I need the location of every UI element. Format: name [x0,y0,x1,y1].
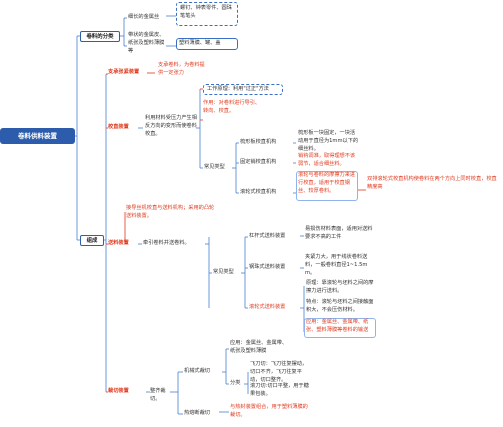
straightening-desc: 利用材料受压力产生相反方向的变形而使卷料校直。 [145,115,197,137]
root-node: 卷料供料装置 [0,128,75,144]
cut-hot-melt-note: 与热封装置组合，用于塑料薄膜的裁切。 [230,404,308,418]
support-device-desc: 支承卷料，为卷料提供一定张力 [158,62,205,76]
straightening-device-label: 校直装置 [108,124,129,130]
feed-types-label: 常见类型 [213,269,234,275]
branch-classification: 卷料的分类 [80,31,120,42]
straightening-use: 作用：对卷料进行导引、转向、校直。 [203,100,261,114]
type-roller-extra: 双排滚轮式校直机构使卷料在两个方向上同时校直，校直精度高 [367,176,497,190]
principle-text: 工作原理：利用"过正"方法 [207,86,269,92]
feed-type-lever: 杠杆式送料装置 [249,233,286,239]
feed-type-roller: 滚轮式送料装置 [249,304,286,310]
feed-roller-feature: 特点：滚轮与坯料之间接触面积大，不会压伤材料。 [306,299,374,313]
feed-type-ball-note: 夹紧力大，用于线状卷料送料，一般卷料直径1~1.5mm。 [305,254,368,276]
support-device-label: 支承张紧装置 [108,69,140,75]
type-comb-plate-note: 梳形板一块固定，一块活动用于直径为1mm以下的细丝料。 [298,130,359,152]
cut-hot-melt: 热熔断裁切 [184,410,210,416]
straightening-types-label: 常见类型 [204,164,225,170]
cut-mechanical-use: 应用：金属丝、金属带、纸张及塑料薄膜 [230,340,288,354]
feed-device-note: 接导丝机校直与送料机构；采用的凸轮送料装置。 [126,205,215,219]
branch-composition: 组成 [80,235,104,246]
cut-device-desc: 整齐裁切。 [150,388,166,402]
strip-examples: 塑料薄膜、罐、盖 [179,40,221,46]
cut-classification: 分类 [230,380,241,386]
type-roller: 滚轮式校直机构 [240,189,277,195]
feed-roller-use: 应用：金属丝、金属带、纸张、塑料薄膜等卷料的输送 [306,319,369,333]
strip-examples-box [176,38,238,50]
cut-mechanical: 机械式裁切 [184,368,210,374]
type-fixed-pin: 固定销校直机构 [240,159,277,165]
feed-type-ball: 钢珠式送料装置 [249,264,286,270]
feed-type-lever-note: 易损伤材料表面，适用对送料要求不高的工件 [305,226,373,240]
classification-wire: 细长的金属丝 [128,14,160,20]
wire-examples: 螺钉、钟表零件、圆珠笔笔头 [180,5,232,19]
type-comb-plate: 梳形板校直机构 [240,139,277,145]
cut-flying-knife: 飞刀切：飞刀往复摆动，切口不齐，飞刀往复平动，切口整齐。 [250,361,308,383]
roller-note-box [296,171,358,201]
cut-rolling-knife: 滚刀切:切口平整，用于糖果包装。 [250,383,309,397]
wire-examples-box [176,2,238,26]
principle-box [203,84,283,95]
feed-device-label: 送料装置 [108,240,129,246]
feed-roller-principle: 原理：靠滚轮与坯料之间的摩擦力进行送料。 [306,280,374,294]
type-fixed-pin-note: 销钩调准，取得理想不该弱节，适合细丝料。 [298,153,356,167]
classification-strip: 带状的金属皮、纸张及塑料薄膜等 [128,32,165,54]
feed-device-desc: 牵引卷料并送卷料。 [143,240,190,246]
type-roller-note: 滚轮与卷料的摩擦力来进行校直，适用于校直钢丝、较厚卷料。 [298,172,356,194]
feed-roller-use-box [304,318,376,338]
cut-device-label: 裁切装置 [108,388,129,394]
